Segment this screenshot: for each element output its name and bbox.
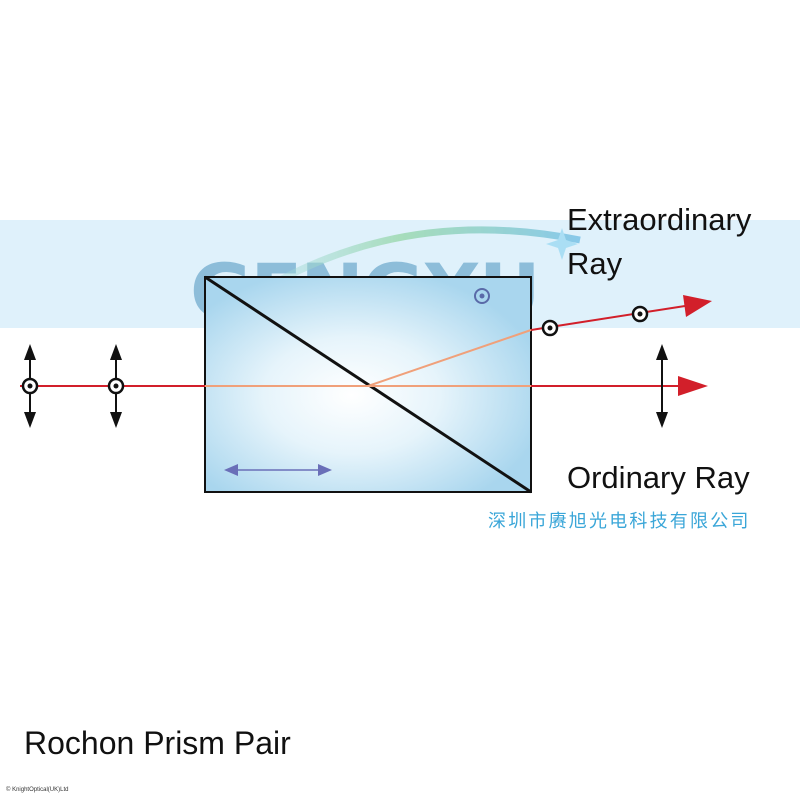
extraordinary-polarization-dot-2-icon [631,305,649,323]
ordinary-ray-arrowhead-icon [678,376,708,396]
company-watermark-text: 深圳市赓旭光电科技有限公司 [488,511,751,532]
logo-sparkle-icon [546,228,578,260]
incident-polarization-1-icon [21,344,39,428]
polarization-dot-icon [474,288,490,304]
ordinary-polarization-double-arrow-icon [656,344,668,428]
copyright-text: © KnightOptical(UK)Ltd [6,787,69,793]
optic-axis-double-arrow-icon [224,464,332,476]
extraordinary-ray-label-line1: Extraordinary [567,202,752,237]
diagram-title: Rochon Prism Pair [24,725,291,761]
ordinary-ray-label: Ordinary Ray [567,460,750,495]
extraordinary-polarization-dot-1-icon [541,319,559,337]
extraordinary-ray-arrowhead-icon [683,295,712,317]
extraordinary-ray-label-line2: Ray [567,246,623,281]
prism-interface [204,275,532,494]
extraordinary-ray-inside [367,329,532,387]
incident-polarization-2-icon [107,344,125,428]
